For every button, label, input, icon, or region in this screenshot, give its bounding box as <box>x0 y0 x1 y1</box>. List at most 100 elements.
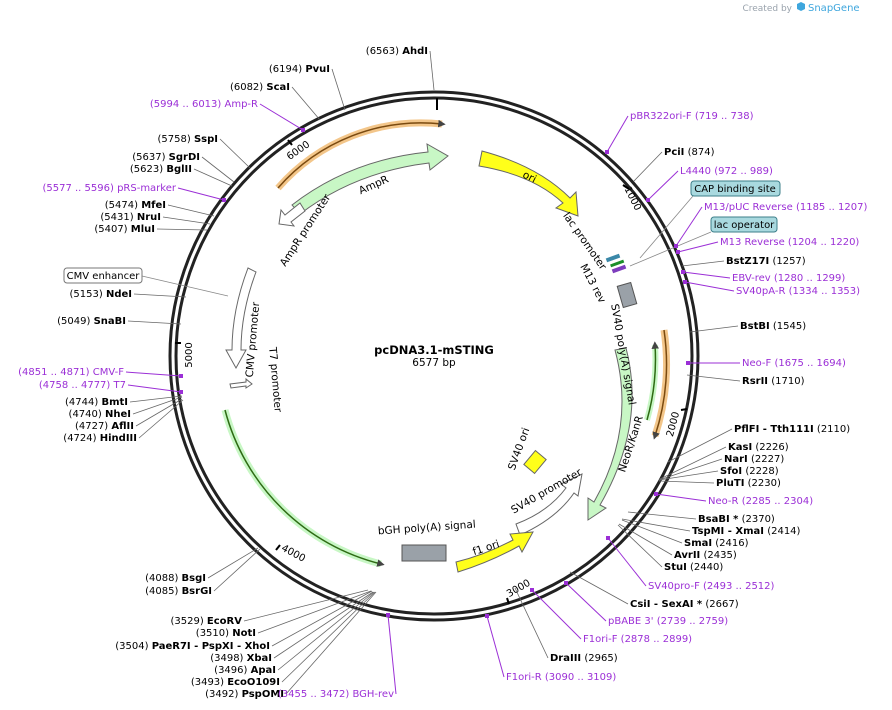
annotation-name: TspMI - XmaI <box>692 526 764 537</box>
annotation-primer: M13/pUC Reverse (1185 .. 1207) <box>674 202 867 248</box>
feature-label: ori <box>521 169 539 186</box>
annotation-position: (1185 .. 1207) <box>796 202 868 213</box>
annotation-name: RsrII <box>742 376 768 387</box>
annotation-name: L4440 <box>680 166 711 177</box>
annotation-position: (4744) <box>65 397 98 408</box>
annotation-position: (5623) <box>130 164 163 175</box>
leader-line <box>133 293 187 298</box>
annotation-name: M13/pUC Reverse <box>704 202 793 213</box>
annotation-text: KasI (2226) <box>728 442 789 453</box>
leader-line <box>125 371 182 377</box>
feature-cds-large-arrow <box>221 409 385 568</box>
annotation-name: HindIII <box>100 433 137 444</box>
annotation-name: SnaBI <box>94 316 126 327</box>
annotation-text: TspMI - XmaI (2414) <box>692 526 801 537</box>
annotation-text: BsaBI * (2370) <box>698 514 775 525</box>
annotation-position: (5577 .. 5596) <box>42 183 114 194</box>
annotation-site: NarI (2227) <box>658 454 784 481</box>
annotation-site: PciI (874) <box>633 147 715 182</box>
annotation-position: (1280 .. 1299) <box>774 273 846 284</box>
leader-line <box>658 470 719 481</box>
leader-line <box>277 591 375 671</box>
annotation-site: TspMI - XmaI (2414) <box>621 518 801 537</box>
scale-tick-label: 5000 <box>184 342 195 367</box>
annotation-position: (2230) <box>748 478 781 489</box>
annotation-text: F1ori-R (3090 .. 3109) <box>506 672 616 683</box>
annotation-position: (2965) <box>584 653 617 664</box>
leader-line <box>167 204 215 217</box>
annotation-text: (4088) BsgI <box>145 573 206 584</box>
annotation-name: EcoO109I <box>227 677 280 688</box>
feature-label: CMV promoter <box>244 301 263 378</box>
annotation-position: (4088) <box>145 573 178 584</box>
annotation-text: AvrII (2435) <box>674 550 737 561</box>
annotation-site: SfoI (2228) <box>658 466 779 481</box>
annotation-position: (5153) <box>70 289 103 300</box>
annotation-position: (2370) <box>742 514 775 525</box>
annotation-position: (1204 .. 1220) <box>788 237 860 248</box>
annotation-name: PaeR7I - PspXI - XhoI <box>152 641 270 652</box>
leader-line <box>569 571 629 605</box>
annotation-position: (5637) <box>132 152 165 163</box>
annotation-name: T7 <box>113 380 126 391</box>
leader-line <box>607 537 647 587</box>
annotation-site: RsrII (1710) <box>686 374 805 387</box>
annotation-text: RsrII (1710) <box>742 376 805 387</box>
annotation-name: BsgI <box>182 573 206 584</box>
annotation-text: (5577 .. 5596) pRS-marker <box>42 183 176 194</box>
annotation-position: (1675 .. 1694) <box>774 358 846 369</box>
annotation-name: M13 Reverse <box>720 237 785 248</box>
annotation-name: BsrGI <box>182 586 212 597</box>
annotation-name: pBR322ori-F <box>630 111 692 122</box>
annotation-name: DraIII <box>550 653 581 664</box>
annotation-name: PvuI <box>305 64 330 75</box>
annotation-position: (2493 .. 2512) <box>703 581 775 592</box>
annotation-text: (3492) PspOMI <box>205 689 284 700</box>
annotation-text: (3504) PaeR7I - PspXI - XhoI <box>115 641 270 652</box>
annotation-name: BmtI <box>101 397 128 408</box>
annotation-site: (3498) XbaI <box>210 591 374 664</box>
leader-line <box>132 396 183 415</box>
leader-line <box>677 241 719 253</box>
primer-mark <box>179 374 183 378</box>
annotation-site: (3510) NotI <box>196 590 372 639</box>
annotation-name: BglII <box>166 164 192 175</box>
annotation-text: (5049) SnaBI <box>57 316 126 327</box>
leader-line <box>201 156 235 183</box>
leader-line <box>689 325 739 333</box>
leader-line <box>684 281 735 292</box>
annotation-position: (3493) <box>191 677 224 688</box>
annotation-position: (4085) <box>145 586 178 597</box>
annotation-text: (4085) BsrGI <box>145 586 212 597</box>
leader-line <box>675 206 703 247</box>
annotation-text: (4727) AflII <box>75 421 134 432</box>
annotation-name: SV40pro-F <box>648 581 700 592</box>
plasmid-title: pcDNA3.1-mSTING <box>374 343 494 357</box>
annotation-position: (2414) <box>767 526 800 537</box>
annotation-text: (3529) EcoRV <box>170 616 242 627</box>
annotation-name: ApaI <box>251 665 276 676</box>
annotation-text: PluTI (2230) <box>716 478 781 489</box>
annotation-name: KasI <box>728 442 752 453</box>
leader-line <box>621 519 683 544</box>
annotation-site: (4744) BmtI <box>65 395 183 408</box>
annotation-text: DraIII (2965) <box>550 653 618 664</box>
annotation-primer: F1ori-F (2878 .. 2899) <box>530 588 692 645</box>
annotation-position: (719 .. 738) <box>695 111 754 122</box>
leader-line <box>655 493 707 502</box>
feature-neor-kanr <box>587 347 633 521</box>
annotation-name: CMV-F <box>93 367 124 378</box>
leader-line <box>281 591 376 683</box>
annotation-text: Neo-F (1675 .. 1694) <box>742 358 846 369</box>
annotation-name: SfoI <box>720 466 742 477</box>
annotation-position: (4851 .. 4871) <box>18 367 90 378</box>
annotation-primer: (3455 .. 3472) BGH-rev <box>278 613 397 700</box>
annotation-name: SV40pA-R <box>736 286 785 297</box>
leader-line <box>207 547 259 579</box>
annotation-text: (3496) ApaI <box>214 665 276 676</box>
annotation-site: (4724) HindIII <box>63 399 184 444</box>
annotation-primer: (4851 .. 4871) CMV-F <box>18 367 183 378</box>
annotation-site: (6563) AhdI <box>366 46 435 91</box>
annotation-position: (1334 .. 1353) <box>789 286 861 297</box>
leader-line <box>658 480 715 484</box>
